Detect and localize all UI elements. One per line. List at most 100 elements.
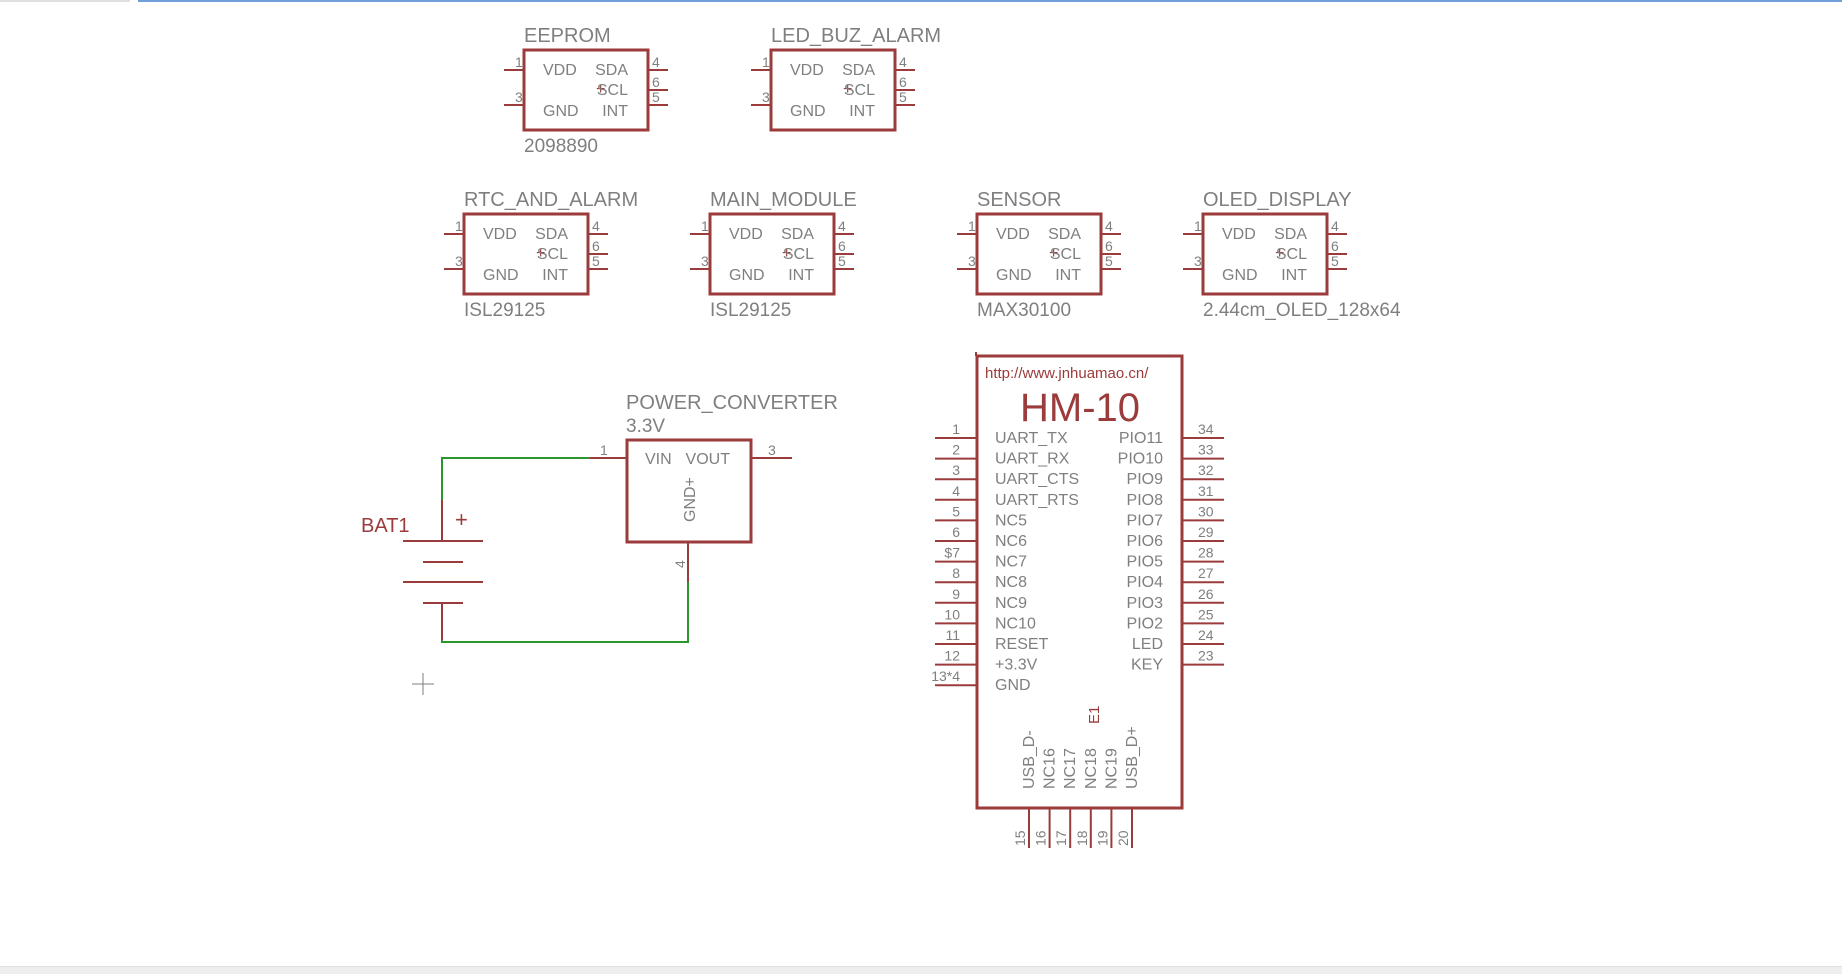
crosshair-cursor-icon [412, 673, 434, 695]
part-oled-display[interactable]: OLED_DISPLAY13465VDDGNDSDA+SCLINT2.44cm_… [1183, 189, 1401, 321]
signal-int: INT [602, 103, 628, 120]
pin-number: 1 [1194, 218, 1202, 234]
part-rtc-and-alarm[interactable]: RTC_AND_ALARM13465VDDGNDSDA+SCLINTISL291… [444, 189, 638, 321]
plus-mark: + [843, 81, 852, 98]
signal-gnd: GND [790, 103, 826, 120]
pin-number: 1 [455, 218, 463, 234]
pin-number: 5 [592, 253, 600, 269]
pin-label: UART_RX [995, 451, 1070, 468]
pin-number: 19 [1094, 830, 1110, 846]
pin-number: $7 [944, 545, 960, 561]
pin-number: 8 [952, 565, 960, 581]
part-value: ISL29125 [710, 300, 791, 321]
status-bar [0, 966, 1842, 974]
pin-label: PIO6 [1127, 533, 1164, 550]
part-name: POWER_CONVERTER [626, 392, 838, 414]
part-name: OLED_DISPLAY [1203, 189, 1352, 211]
part-hm-10[interactable]: http://www.jnhuamao.cn/HM-101UART_TX2UAR… [931, 352, 1224, 848]
address-bar-edge [138, 0, 1842, 2]
pin-label: PIO2 [1127, 615, 1164, 632]
pin-number: 4 [1331, 218, 1339, 234]
pin-label: GND [995, 677, 1031, 694]
pin-label: RESET [995, 636, 1049, 653]
pin-label: NC5 [995, 512, 1027, 529]
tab-strip [0, 0, 130, 2]
signal-scl: SCL [537, 246, 568, 263]
pin-number: 4 [672, 560, 688, 568]
plus-mark: + [1049, 245, 1058, 262]
signal-int: INT [1281, 267, 1307, 284]
part-value: 2098890 [524, 136, 598, 157]
pin-number: 30 [1198, 503, 1214, 519]
pin-number: 4 [838, 218, 846, 234]
signal-int: INT [849, 103, 875, 120]
pin-number: 3 [952, 462, 960, 478]
signal-gnd: GND [996, 267, 1032, 284]
pin-label: USB_D+ [1124, 726, 1141, 789]
pin-number: 6 [952, 524, 960, 540]
pin-number: 4 [1105, 218, 1113, 234]
part-name: MAIN_MODULE [710, 189, 857, 211]
pin-number: 33 [1198, 442, 1214, 458]
part-name: RTC_AND_ALARM [464, 189, 638, 211]
part-name: BAT1 [361, 515, 410, 537]
signal-sda: SDA [1048, 226, 1081, 243]
pin-number: 10 [944, 606, 960, 622]
pin-label: NC9 [995, 595, 1027, 612]
pin-number: 3 [515, 89, 523, 105]
plus-mark: + [782, 245, 791, 262]
pin-number: 1 [515, 54, 523, 70]
pin-number: 25 [1198, 606, 1214, 622]
pin-number: 15 [1012, 830, 1028, 846]
pin-number: 26 [1198, 586, 1214, 602]
pin-label: PIO5 [1127, 554, 1164, 571]
pin-number: 6 [1105, 238, 1113, 254]
pin-label: PIO11 [1119, 430, 1163, 447]
pin-number: 5 [952, 503, 960, 519]
signal-scl: SCL [1050, 246, 1081, 263]
pin-number: 5 [838, 253, 846, 269]
wire-battery-to-gnd[interactable] [441, 582, 689, 643]
pin-label: UART_CTS [995, 471, 1079, 488]
signal-sda: SDA [535, 226, 568, 243]
module-title: HM-10 [1020, 386, 1140, 430]
signal-vdd: VDD [483, 226, 517, 243]
pin-number: 1 [600, 442, 608, 458]
window-top-edge [0, 0, 1842, 3]
pin-number: 3 [701, 253, 709, 269]
pin-number: 23 [1198, 648, 1214, 664]
pin-number: 9 [952, 586, 960, 602]
signal-vdd: VDD [543, 62, 577, 79]
pin-number: 27 [1198, 565, 1214, 581]
pin-number: 1 [701, 218, 709, 234]
pin-number: 1 [762, 54, 770, 70]
part-value: MAX30100 [977, 300, 1071, 321]
signal-int: INT [788, 267, 814, 284]
pin-label: PIO9 [1127, 471, 1164, 488]
plus-mark: + [596, 81, 605, 98]
pin-label: PIO10 [1118, 451, 1163, 468]
signal-vdd: VDD [790, 62, 824, 79]
pin-label: NC10 [995, 615, 1036, 632]
pin-number: 5 [652, 89, 660, 105]
signal-gnd: GND+ [682, 477, 699, 522]
module-url: http://www.jnhuamao.cn/ [985, 365, 1149, 382]
part-battery-bat1[interactable]: BAT1+ [361, 500, 483, 640]
pin-label: NC16 [1042, 748, 1059, 789]
pin-number: 4 [652, 54, 660, 70]
pin-number: 12 [944, 648, 960, 664]
wire-battery-to-vin[interactable] [441, 457, 590, 500]
pin-label: NC7 [995, 554, 1027, 571]
part-name: EEPROM [524, 25, 611, 47]
pin-number: 3 [968, 253, 976, 269]
signal-scl: SCL [844, 82, 875, 99]
pin-number: 32 [1198, 462, 1214, 478]
pin-number: 20 [1115, 830, 1131, 846]
pin-number: 4 [899, 54, 907, 70]
